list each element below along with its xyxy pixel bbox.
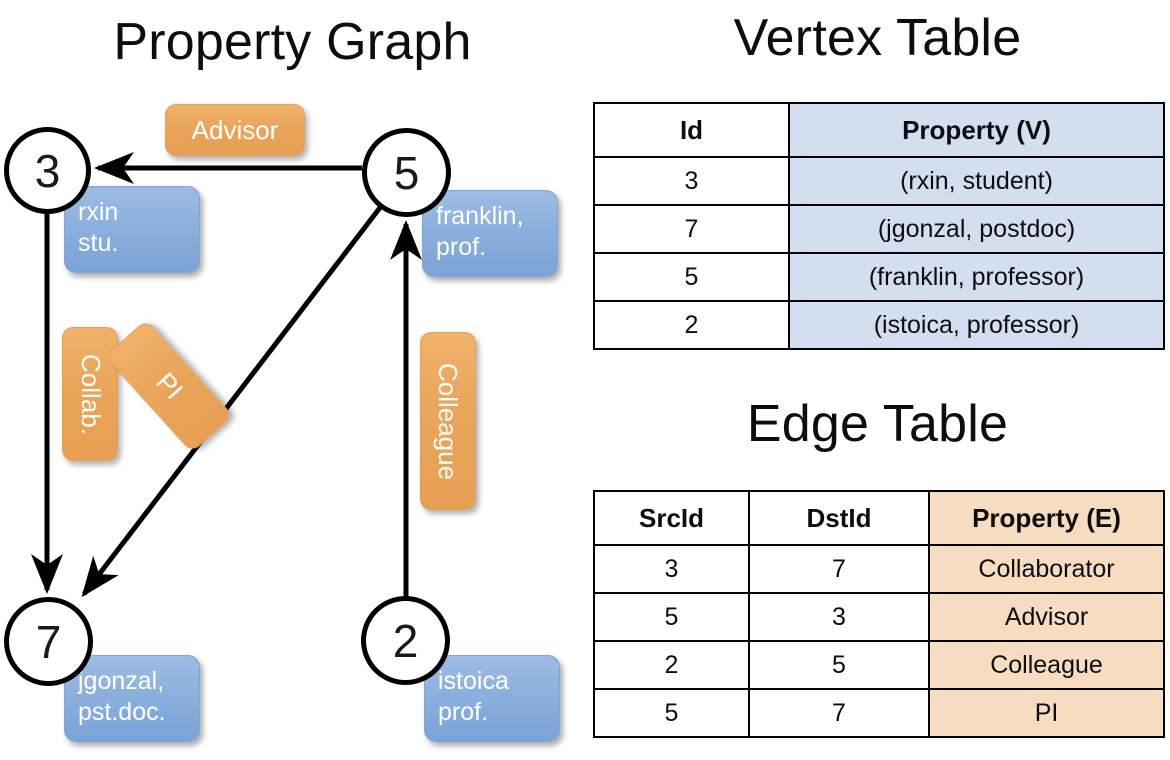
table-header-row: SrcId DstId Property (E) <box>593 490 1165 546</box>
node-property-box-rxin: rxin stu. <box>64 186 200 273</box>
node-property-box-jgonzal: jgonzal, pst.doc. <box>64 655 200 742</box>
edge-label-colleague-text: Colleague <box>433 362 464 480</box>
node-property-rxin-line1: rxin <box>78 198 119 226</box>
table-row[interactable]: 5 7 PI <box>593 688 1165 738</box>
edge-cell-dstid: 5 <box>748 640 930 690</box>
node-property-istoica-line1: istoica <box>438 667 509 695</box>
table-row[interactable]: 3 (rxin, student) <box>593 156 1165 206</box>
node-property-istoica-line2: prof. <box>438 697 489 726</box>
vertex-cell-property: (rxin, student) <box>788 156 1165 206</box>
node-property-box-franklin: franklin, prof. <box>422 190 558 277</box>
table-row[interactable]: 5 3 Advisor <box>593 592 1165 642</box>
vertex-cell-property: (jgonzal, postdoc) <box>788 204 1165 254</box>
edge-cell-property: PI <box>928 688 1165 738</box>
edge-table: SrcId DstId Property (E) 3 7 Collaborato… <box>593 490 1165 738</box>
table-header-row: Id Property (V) <box>593 102 1165 158</box>
table-row[interactable]: 3 7 Collaborator <box>593 544 1165 594</box>
node-property-box-istoica: istoica prof. <box>424 655 560 742</box>
graph-node-7[interactable]: 7 <box>4 597 93 686</box>
table-row[interactable]: 7 (jgonzal, postdoc) <box>593 204 1165 254</box>
edge-cell-property: Colleague <box>928 640 1165 690</box>
graph-edge-arrows <box>31 152 422 598</box>
edge-label-pi-text: PI <box>149 366 189 405</box>
table-row[interactable]: 2 5 Colleague <box>593 640 1165 690</box>
table-row[interactable]: 2 (istoica, professor) <box>593 300 1165 350</box>
vertex-col-property: Property (V) <box>788 102 1165 158</box>
edge-cell-property: Collaborator <box>928 544 1165 594</box>
edge-label-advisor: Advisor <box>165 104 305 156</box>
edge-cell-dstid: 7 <box>748 544 930 594</box>
vertex-cell-property: (istoica, professor) <box>788 300 1165 350</box>
edge-label-collab-text: Collab. <box>75 353 106 435</box>
vertex-cell-id: 5 <box>593 252 790 302</box>
graph-node-3[interactable]: 3 <box>4 127 91 214</box>
table-row[interactable]: 5 (franklin, professor) <box>593 252 1165 302</box>
edge-cell-srcid: 2 <box>593 640 750 690</box>
graph-node-2[interactable]: 2 <box>361 596 450 685</box>
edge-label-colleague: Colleague <box>420 332 476 510</box>
vertex-cell-id: 7 <box>593 204 790 254</box>
vertex-cell-id: 3 <box>593 156 790 206</box>
edge-cell-srcid: 3 <box>593 544 750 594</box>
node-property-franklin-line1: franklin, <box>436 202 524 230</box>
edge-cell-srcid: 5 <box>593 592 750 642</box>
arrow-5-to-7 <box>81 203 384 598</box>
node-property-franklin-line2: prof. <box>436 232 487 261</box>
page-title-edge-table: Edge Table <box>746 395 1009 453</box>
vertex-cell-id: 2 <box>593 300 790 350</box>
graph-node-5[interactable]: 5 <box>362 128 451 217</box>
edge-label-collab: Collab. <box>62 327 118 461</box>
edge-cell-dstid: 3 <box>748 592 930 642</box>
page-title-property-graph: Property Graph <box>113 13 472 71</box>
page-title-vertex-table: Vertex Table <box>733 9 1022 67</box>
edge-col-property: Property (E) <box>928 490 1165 546</box>
edge-cell-srcid: 5 <box>593 688 750 738</box>
vertex-cell-property: (franklin, professor) <box>788 252 1165 302</box>
property-graph-diagram: Advisor Collab. PI Colleague rxin stu. f… <box>4 104 560 742</box>
edge-label-advisor-text: Advisor <box>191 114 279 145</box>
edge-col-dstid: DstId <box>748 490 930 546</box>
node-property-rxin-line2: stu. <box>78 228 119 257</box>
edge-cell-property: Advisor <box>928 592 1165 642</box>
node-property-jgonzal-line1: jgonzal, <box>78 667 165 695</box>
vertex-col-id: Id <box>593 102 790 158</box>
edge-col-srcid: SrcId <box>593 490 750 546</box>
edge-cell-dstid: 7 <box>748 688 930 738</box>
node-property-jgonzal-line2: pst.doc. <box>78 697 166 726</box>
vertex-table: Id Property (V) 3 (rxin, student) 7 (jgo… <box>593 102 1165 350</box>
